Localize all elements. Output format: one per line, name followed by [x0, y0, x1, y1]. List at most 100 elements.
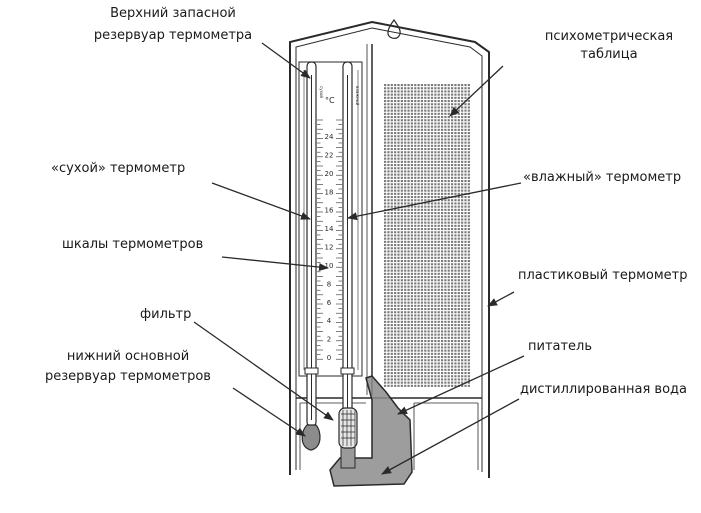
table-cell	[461, 196, 464, 199]
table-cell	[457, 186, 460, 189]
table-cell	[414, 176, 417, 179]
table-cell	[397, 215, 400, 218]
table-cell	[387, 167, 390, 170]
table-cell	[414, 224, 417, 227]
table-cell	[424, 356, 427, 359]
table-cell	[387, 308, 390, 311]
label-top-reservoir: Верхний запасной резервуар термометра	[83, 6, 263, 44]
table-cell	[434, 279, 437, 282]
table-cell	[397, 221, 400, 224]
table-cell	[407, 180, 410, 183]
table-cell	[397, 327, 400, 330]
table-cell	[424, 196, 427, 199]
table-cell	[407, 205, 410, 208]
table-cell	[457, 317, 460, 320]
table-cell	[394, 199, 397, 202]
table-cell	[447, 356, 450, 359]
table-cell	[447, 164, 450, 167]
table-cell	[417, 224, 420, 227]
table-cell	[430, 359, 434, 362]
table-cell	[440, 100, 444, 103]
table-cell	[420, 170, 424, 173]
table-cell	[434, 384, 437, 387]
table-cell	[407, 103, 410, 106]
table-cell	[400, 240, 403, 243]
table-cell	[397, 359, 400, 362]
table-cell	[384, 292, 387, 295]
table-cell	[440, 164, 444, 167]
table-cell	[420, 231, 424, 234]
table-cell	[420, 311, 424, 314]
table-cell	[451, 244, 454, 247]
table-cell	[384, 96, 387, 99]
table-cell	[387, 180, 390, 183]
table-cell	[437, 154, 440, 157]
table-cell	[437, 349, 440, 352]
table-cell	[430, 160, 434, 163]
table-cell	[414, 253, 417, 256]
table-cell	[400, 192, 403, 195]
table-cell	[384, 352, 387, 355]
table-cell	[440, 148, 444, 151]
table-cell	[387, 237, 390, 240]
table-cell	[457, 164, 460, 167]
table-cell	[397, 308, 400, 311]
table-cell	[400, 340, 403, 343]
table-cell	[444, 381, 447, 384]
table-cell	[410, 196, 413, 199]
table-cell	[414, 148, 417, 151]
table-cell	[390, 336, 393, 339]
table-cell	[400, 212, 403, 215]
table-cell	[407, 173, 410, 176]
table-cell	[424, 234, 427, 237]
table-cell	[420, 183, 424, 186]
table-cell	[387, 343, 390, 346]
table-cell	[454, 375, 457, 378]
table-cell	[427, 144, 430, 147]
table-cell	[404, 308, 407, 311]
table-cell	[440, 176, 444, 179]
table-cell	[440, 196, 444, 199]
table-cell	[434, 285, 437, 288]
table-cell	[387, 247, 390, 250]
table-cell	[437, 359, 440, 362]
table-cell	[440, 119, 444, 122]
table-cell	[394, 308, 397, 311]
table-cell	[404, 269, 407, 272]
table-cell	[390, 260, 393, 263]
table-cell	[384, 336, 387, 339]
table-cell	[444, 106, 447, 109]
table-cell	[430, 116, 434, 119]
table-cell	[440, 202, 444, 205]
table-cell	[410, 266, 413, 269]
table-cell	[427, 93, 430, 96]
table-cell	[400, 128, 403, 131]
table-cell	[454, 340, 457, 343]
table-cell	[444, 96, 447, 99]
table-cell	[414, 372, 417, 375]
table-cell	[390, 349, 393, 352]
table-cell	[457, 295, 460, 298]
table-cell	[417, 176, 420, 179]
table-cell	[440, 154, 444, 157]
table-cell	[424, 224, 427, 227]
table-cell	[467, 148, 470, 151]
table-cell	[397, 234, 400, 237]
table-cell	[407, 384, 410, 387]
table-cell	[447, 84, 450, 87]
table-cell	[384, 228, 387, 231]
table-cell	[444, 176, 447, 179]
table-cell	[417, 237, 420, 240]
table-cell	[464, 340, 467, 343]
table-cell	[430, 285, 434, 288]
table-cell	[424, 330, 427, 333]
table-cell	[447, 192, 450, 195]
table-cell	[464, 384, 467, 387]
table-cell	[464, 253, 467, 256]
table-cell	[424, 176, 427, 179]
table-cell	[437, 228, 440, 231]
table-cell	[461, 352, 464, 355]
table-cell	[414, 269, 417, 272]
table-cell	[454, 288, 457, 291]
table-cell	[427, 125, 430, 128]
